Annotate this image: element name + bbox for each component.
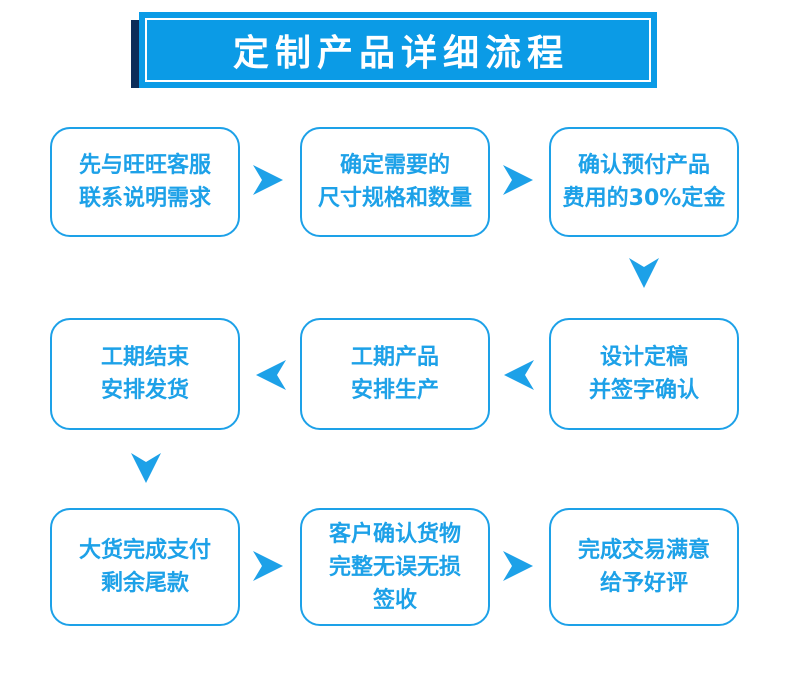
flow-step-design-signoff: 设计定稿 并签字确认 [549, 318, 739, 430]
flow-step-contact-service: 先与旺旺客服 联系说明需求 [50, 127, 240, 237]
arrow-right-icon [253, 551, 283, 581]
title-banner: 定制产品详细流程 [131, 12, 657, 88]
arrow-right-icon [503, 165, 533, 195]
arrow-right-icon [503, 551, 533, 581]
banner-background: 定制产品详细流程 [139, 12, 657, 88]
flow-step-shipping: 工期结束 安排发货 [50, 318, 240, 430]
arrow-left-icon [256, 360, 286, 390]
arrow-left-icon [504, 360, 534, 390]
flow-step-confirm-specs: 确定需要的 尺寸规格和数量 [300, 127, 490, 237]
page-title: 定制产品详细流程 [232, 33, 569, 74]
arrow-right-icon [253, 165, 283, 195]
flow-step-pay-deposit: 确认预付产品 费用的30%定金 [549, 127, 739, 237]
flow-step-production: 工期产品 安排生产 [300, 318, 490, 430]
flow-step-pay-balance: 大货完成支付 剩余尾款 [50, 508, 240, 626]
arrow-down-icon [629, 258, 659, 288]
flow-step-good-review: 完成交易满意 给予好评 [549, 508, 739, 626]
arrow-down-icon [131, 453, 161, 483]
flow-step-confirm-receipt: 客户确认货物 完整无误无损 签收 [300, 508, 490, 626]
